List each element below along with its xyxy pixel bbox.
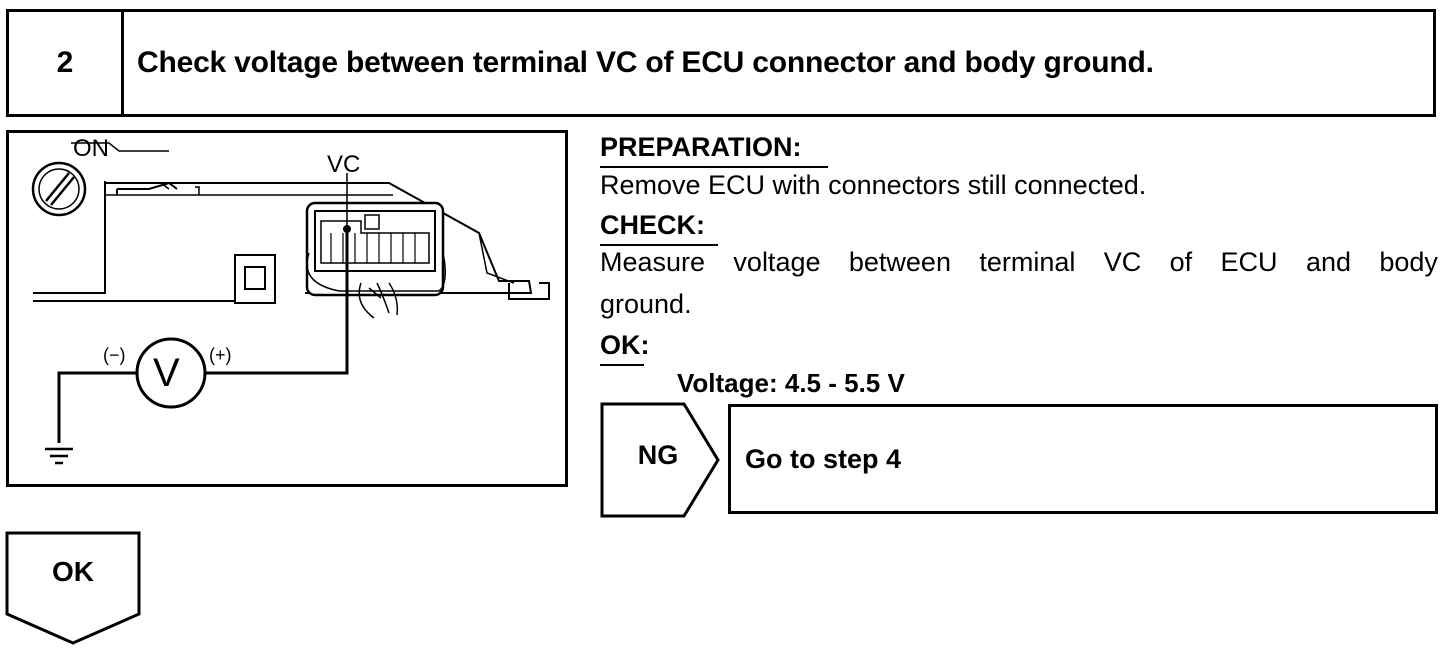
- terminal-vc-label: VC: [327, 151, 361, 178]
- ok-voltage-spec: Voltage: 4.5 - 5.5 V: [677, 368, 905, 398]
- ecu-diagram: [31, 142, 550, 465]
- step-title: Check voltage between terminal VC of ECU…: [137, 46, 1154, 79]
- ok-heading: OK:: [600, 330, 650, 366]
- ng-action-text: Go to step 4: [745, 444, 902, 474]
- step-header: 2 Check voltage between terminal VC of E…: [6, 9, 1436, 117]
- ok-arrow-shape: [5, 531, 141, 645]
- minus-lead-label: (−): [103, 345, 126, 365]
- preparation-text: Remove ECU with connectors still connect…: [600, 170, 1147, 200]
- plus-lead-label: (+): [209, 345, 232, 365]
- switch-on-label: ON: [73, 135, 109, 162]
- check-heading: CHECK:: [600, 210, 718, 246]
- ng-action-box: Go to step 4: [728, 404, 1438, 514]
- check-text-line2: ground.: [600, 289, 692, 319]
- meter-symbol: V: [153, 351, 180, 395]
- ng-arrow-shape: [600, 402, 720, 518]
- wiring-illustration: ON VC V (−) (+): [6, 130, 568, 487]
- ok-label: OK: [52, 556, 94, 587]
- step-number: 2: [9, 12, 124, 114]
- check-text-line1: Measure voltage between terminal VC of E…: [600, 247, 1438, 277]
- ground-icon: [45, 447, 73, 465]
- ignition-switch-icon: [31, 161, 87, 217]
- ecu-connector-icon: [305, 201, 446, 297]
- preparation-heading: PREPARATION:: [600, 132, 828, 168]
- ng-label: NG: [637, 440, 679, 470]
